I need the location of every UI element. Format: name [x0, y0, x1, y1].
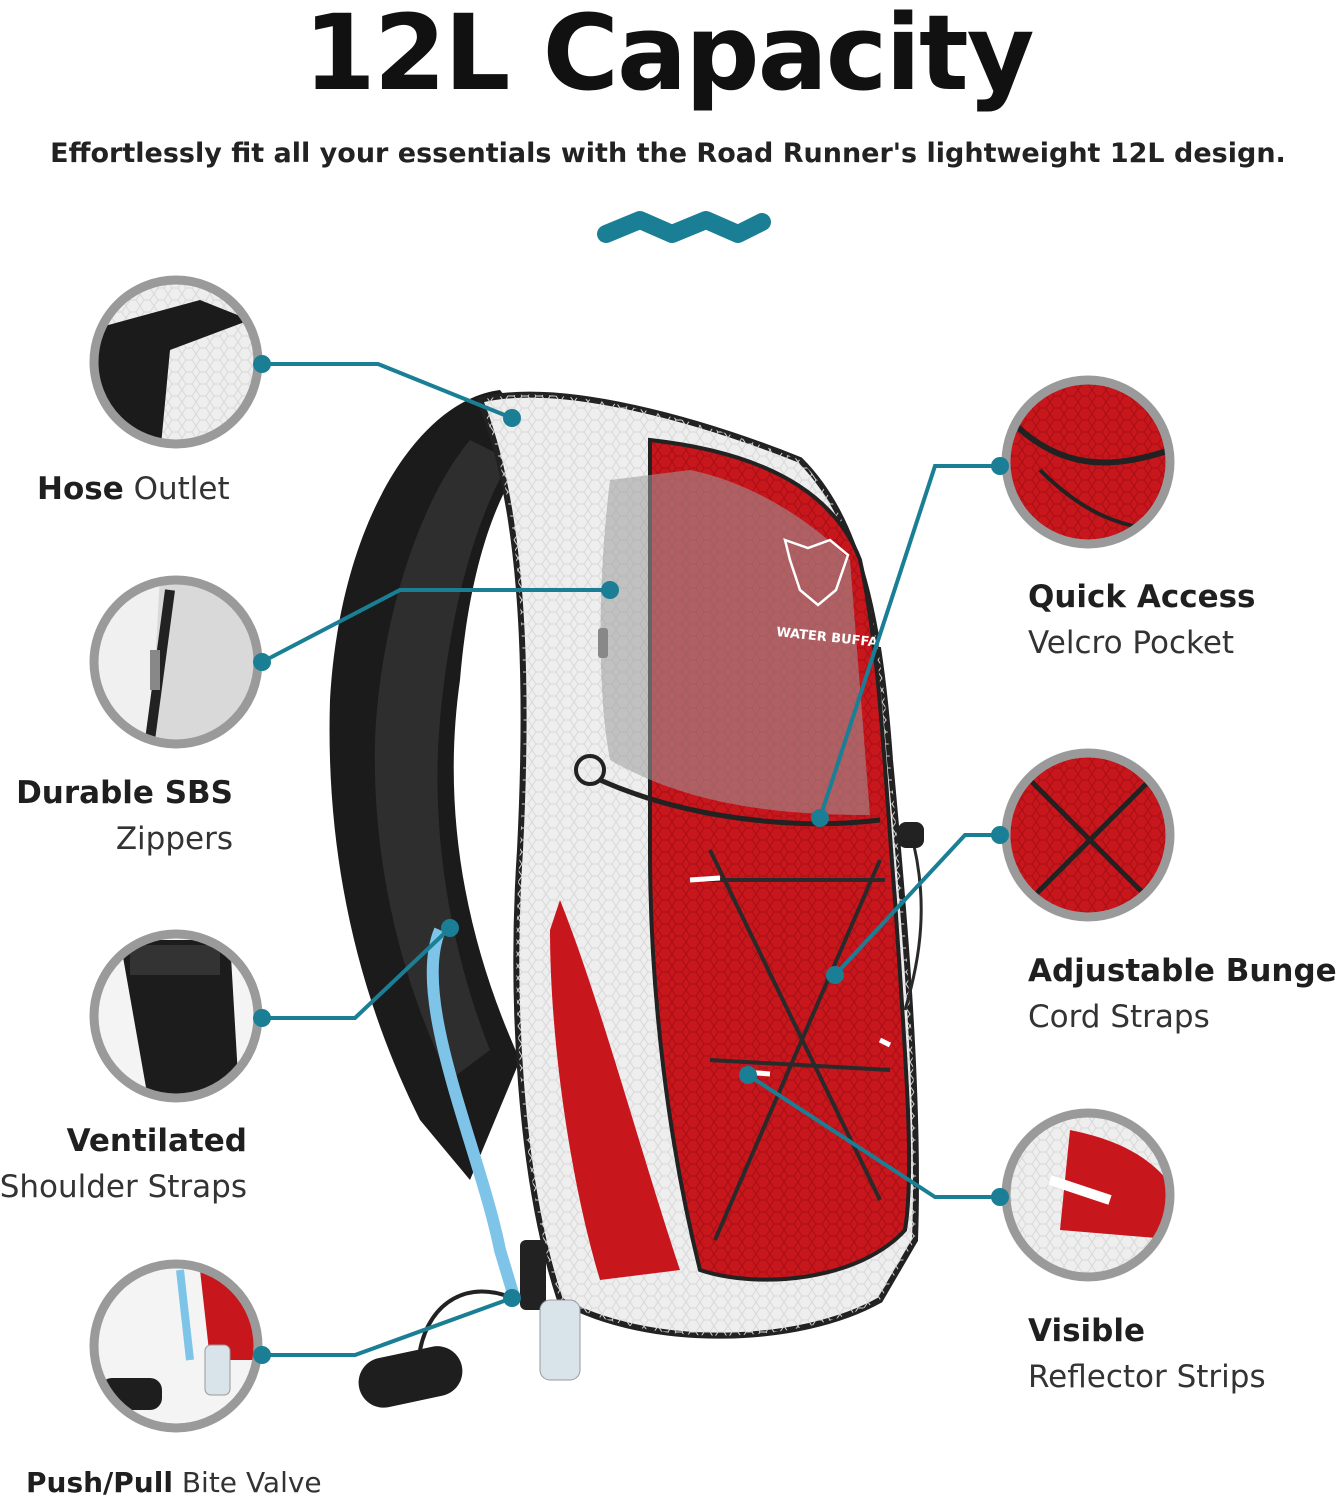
page-title: 12L Capacity: [303, 0, 1034, 114]
detail-reflector-strips: [1008, 1115, 1168, 1275]
detail-hose-outlet: [96, 282, 256, 442]
feature-hose-outlet: Hose Outlet: [37, 471, 230, 507]
bite-valve: [418, 1289, 513, 1351]
detail-bungee-cord: [1008, 755, 1168, 915]
detail-shoulder-strap: [96, 936, 256, 1096]
hose: [426, 927, 521, 1302]
leader-lines: [261, 362, 1000, 1357]
backpack: WATER BUFFALO: [329, 390, 924, 1408]
page-subtitle: Effortlessly fit all your essentials wit…: [50, 138, 1286, 169]
bungee-cord: [705, 849, 891, 1241]
detail-bite-valve: [96, 1266, 256, 1426]
detail-velcro-pocket: [1008, 382, 1168, 542]
wave-divider: [597, 211, 771, 243]
feature-bite-valve: Push/Pull Bite Valve: [26, 1466, 322, 1499]
side-panel: [550, 900, 680, 1280]
zipper-pull: [598, 628, 608, 658]
mesh-pocket: [600, 470, 870, 815]
